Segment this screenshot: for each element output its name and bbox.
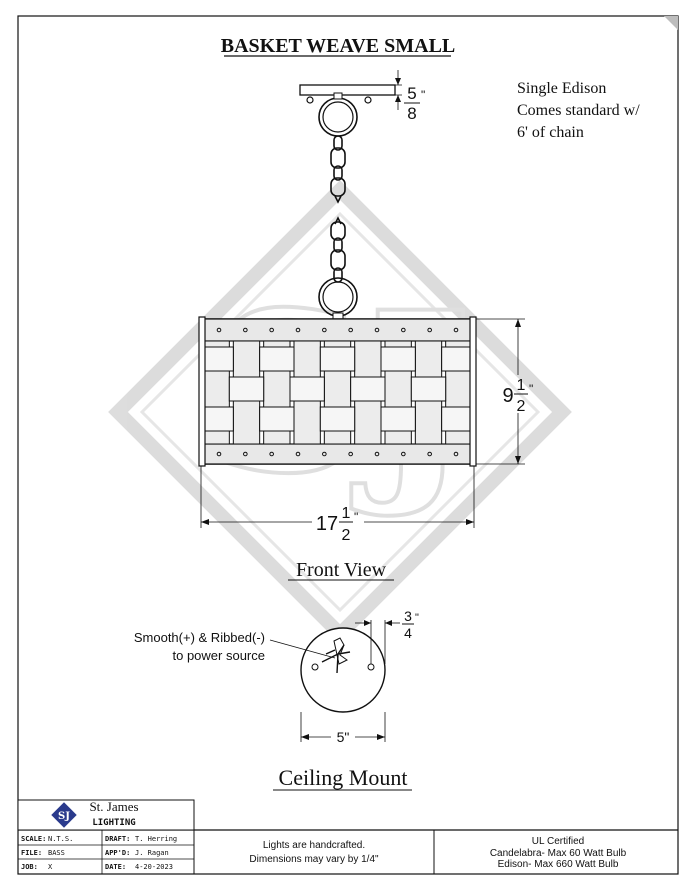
wire-leader-line [269, 639, 336, 659]
logo-monogram: SJ [58, 811, 70, 822]
mount-diameter-dimension [300, 712, 386, 742]
horizontal-strap [380, 346, 416, 372]
note-line-2: Comes standard w/ [517, 102, 640, 119]
horizontal-strap [319, 406, 356, 432]
ul-line-3: Edison- Max 660 Watt Bulb [498, 859, 619, 870]
ul-line-2: Candelabra- Max 60 Watt Bulb [490, 848, 627, 859]
shade-height-dimension [476, 318, 525, 465]
front-view-label: Front View [296, 559, 387, 581]
st-james-logo: SJ [51, 802, 77, 828]
rivet [427, 451, 432, 457]
mount-offset-dimension [355, 620, 400, 664]
mount-diameter-value: 5" [337, 729, 350, 745]
horizontal-strap [289, 376, 325, 402]
rivet [401, 451, 406, 457]
rivet [453, 327, 459, 333]
width-dim-whole: 17 [316, 513, 338, 535]
shade-top-band [200, 318, 475, 342]
horizontal-strap [259, 346, 295, 372]
canopy-dim-denominator: 8 [407, 104, 416, 123]
canopy-dim-inch: " [421, 88, 425, 102]
width-dim-inch: " [354, 510, 358, 524]
mount-offset-inch: " [415, 612, 419, 624]
height-dim-numerator: 1 [517, 377, 526, 394]
page-corner-fold [664, 16, 678, 30]
chain-upper [330, 135, 346, 204]
rivet [322, 451, 327, 457]
scale-value: N.T.S. [48, 835, 73, 843]
shade-width-dimension [200, 466, 475, 528]
horizontal-strap [380, 406, 416, 432]
width-dim-denominator: 2 [342, 527, 351, 544]
scale-label: SCALE: [21, 835, 46, 843]
rivet [295, 327, 301, 333]
wire-note-line-1: Smooth(+) & Ribbed(-) [134, 630, 265, 645]
rivet [348, 451, 353, 457]
title-block [17, 799, 678, 874]
logo-subtitle: LIGHTING [92, 818, 135, 828]
canopy-dim-numerator: 5 [407, 84, 416, 103]
logo-name: St. James [89, 799, 138, 814]
handcrafted-line-1: Lights are handcrafted. [263, 840, 365, 851]
horizontal-strap [410, 376, 447, 402]
rivet [453, 451, 459, 457]
rivet [216, 327, 222, 333]
date-label: DATE: [105, 863, 126, 871]
drawing-title: BASKET WEAVE SMALL [221, 35, 456, 57]
wire-note-line-2: to power source [173, 648, 266, 663]
file-value: BASS [48, 849, 65, 857]
corner-post [198, 316, 206, 467]
draft-value: T. Herring [135, 835, 177, 843]
rivet [401, 327, 406, 333]
job-value: X [48, 863, 53, 871]
appd-label: APP'D: [105, 849, 130, 857]
rivet [243, 327, 248, 333]
rivet [374, 327, 380, 333]
rivet [427, 327, 432, 333]
note-line-1: Single Edison [517, 80, 606, 97]
rivet [295, 451, 301, 457]
job-label: JOB: [21, 863, 38, 871]
canopy-height-dimension [377, 70, 402, 110]
rivet [322, 327, 327, 333]
rivet [348, 327, 353, 333]
horizontal-strap [228, 376, 265, 402]
basket-weave-shade [198, 316, 477, 467]
canopy [299, 84, 396, 137]
width-dim-numerator: 1 [342, 505, 351, 522]
ul-line-1: UL Certified [532, 836, 584, 847]
handcrafted-line-2: Dimensions may vary by 1/4" [249, 854, 379, 865]
rivet [269, 451, 274, 457]
corner-post [469, 316, 477, 467]
mount-offset-denominator: 4 [404, 625, 412, 641]
file-label: FILE: [21, 849, 42, 857]
rivet [374, 451, 380, 457]
horizontal-strap [259, 406, 295, 432]
draft-label: DRAFT: [105, 835, 130, 843]
chain-lower [330, 216, 346, 283]
height-dim-whole: 9 [502, 385, 513, 407]
horizontal-strap [319, 346, 356, 372]
ceiling-mount-plate [300, 627, 386, 713]
height-dim-denominator: 2 [517, 398, 526, 415]
note-line-3: 6' of chain [517, 124, 584, 141]
horizontal-strap [350, 376, 386, 402]
mount-offset-numerator: 3 [404, 608, 412, 624]
height-dim-inch: " [529, 382, 533, 396]
ceiling-mount-label: Ceiling Mount [279, 765, 408, 790]
rivet [216, 451, 222, 457]
rivet [243, 451, 248, 457]
hanging-ring [318, 277, 358, 320]
shade-bottom-band [200, 443, 475, 465]
appd-value: J. Ragan [135, 849, 169, 857]
date-value: 4-20-2023 [135, 863, 173, 871]
rivet [269, 327, 274, 333]
